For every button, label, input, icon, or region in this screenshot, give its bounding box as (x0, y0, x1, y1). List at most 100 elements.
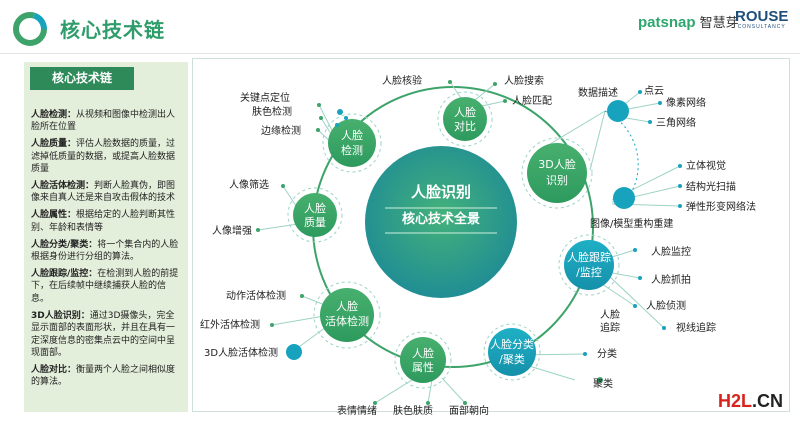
leaf-label: 人脸搜索 (504, 74, 544, 87)
leaf-label: 图像/模型重构重建 (590, 217, 673, 230)
node-label: 3D人脸 (538, 157, 575, 171)
definition-term: 人脸对比： (31, 364, 77, 375)
leaf-label: 视线追踪 (676, 321, 716, 334)
leaf-label: 边缘检测 (261, 124, 301, 137)
leaf-label: 表情情绪 (337, 404, 377, 417)
leaf-label: 结构光扫描 (686, 180, 736, 193)
node-circle (400, 337, 446, 383)
definition-desc: 将一个集合内的人脸根据身份进行分组的算法。 (31, 239, 179, 263)
definition-term: 人脸属性： (31, 210, 77, 221)
leaf-labels: 人脸核验 人脸搜索 人脸匹配 数据描述 点云 像素网络 三角网络 立体视觉 结构… (200, 74, 756, 417)
rouse-logo: ROUSE CONSULTANCY (735, 9, 788, 30)
sidebar-panel (24, 62, 188, 412)
definition-item: 人脸分类/聚类：将一个集合内的人脸根据身份进行分组的算法。 (31, 239, 183, 264)
leaf-label: 分类 (597, 347, 617, 360)
node-circle (443, 97, 487, 141)
definition-term: 人脸分类/聚类： (31, 239, 98, 250)
definition-item: 3D人脸识别：通过3D摄像头，完全显示面部的表面形状，并且在具有一定深度信息的密… (31, 310, 183, 360)
header-divider (0, 53, 800, 54)
patsnap-logo: patsnap 智慧芽 (638, 12, 739, 31)
definition-term: 人脸检测： (31, 110, 77, 120)
node-label: 活体检测 (325, 314, 369, 328)
node-label: /监控 (576, 265, 602, 279)
leaf-label: 人脸 (600, 308, 620, 321)
leaf-label: 3D人脸活体检测 (204, 346, 278, 359)
leaf-label: 人脸监控 (651, 245, 691, 258)
definition-item: 人脸质量：评估人脸数据的质量，过滤掉低质量的数据，或提高人脸数据质量 (31, 138, 183, 175)
definition-desc: 在检测到人脸的前提下，在后续帧中继续捕获人脸的信息。 (31, 268, 179, 304)
definition-desc: 判断人脸真伪，即图像来自真人还是来自攻击假体的技术 (31, 181, 176, 204)
dot-icon (597, 377, 603, 383)
definition-term: 人脸跟踪/监控： (31, 268, 98, 279)
definition-desc: 评估人脸数据的质量，过滤掉低质量的数据，或提高人脸数据质量 (31, 139, 176, 175)
dot-icon (286, 344, 302, 360)
dot-icon (607, 100, 629, 122)
leaf-label: 肤色检测 (252, 105, 292, 118)
leaf-label: 数据描述 (578, 86, 618, 99)
node-label: 人脸 (341, 128, 363, 142)
definition-term: 人脸活体检测： (31, 181, 95, 192)
leaf-label: 像素网络 (666, 96, 706, 109)
watermark-black: .CN (752, 391, 784, 411)
definition-desc: 根据给定的人脸判断其性别、年龄和表情等 (31, 210, 176, 233)
leaf-label: 弹性形变网络法 (686, 200, 756, 213)
definition-item: 人脸对比：衡量两个人脸之间相似度的算法。 (31, 364, 183, 389)
site-watermark: H2L.CN (718, 391, 783, 412)
dot-icon (613, 187, 635, 209)
definition-item: 人脸跟踪/监控：在检测到人脸的前提下，在后续帧中继续捕获人脸的信息。 (31, 268, 183, 305)
definition-item: 人脸属性：根据给定的人脸判断其性别、年龄和表情等 (31, 209, 183, 234)
ring-logo-icon (13, 12, 47, 46)
definition-desc: 衡量两个人脸之间相似度的算法。 (31, 364, 176, 388)
center-title: 人脸识别 (411, 183, 471, 201)
leaf-label: 人脸抓拍 (651, 273, 691, 286)
sidebar-title: 核心技术链 (30, 67, 134, 90)
leaf-label: 关键点定位 (240, 91, 290, 104)
patsnap-cn: 智慧芽 (699, 16, 739, 31)
node-circle (527, 143, 587, 203)
node-circle (564, 240, 614, 290)
node-face-liveness: 人脸 活体检测 (320, 288, 374, 342)
node-label: 人脸 (336, 299, 358, 313)
leaf-label: 肤色肤质 (393, 404, 433, 417)
rouse-subtitle: CONSULTANCY (737, 24, 786, 30)
definition-desc: 从视频和图像中检测出人脸所在位置 (31, 110, 176, 133)
leaf-label: 红外活体检测 (200, 318, 260, 331)
leaf-label: 人脸核验 (382, 74, 422, 87)
node-face-detection: 人脸 检测 (328, 119, 376, 167)
node-label: 质量 (304, 216, 326, 229)
watermark-red: H2L (718, 391, 753, 411)
leaf-label: 人像筛选 (229, 178, 269, 191)
leaf-label: 面部朝向 (449, 404, 489, 417)
node-face-clustering: 人脸分类 /聚类 (488, 328, 536, 376)
node-label: /聚类 (499, 352, 525, 366)
center-subtitle: 核心技术全景 (402, 211, 480, 227)
node-circle (293, 193, 337, 237)
node-halos (287, 91, 620, 389)
node-label: 人脸分类 (490, 337, 534, 351)
leaf-label: 聚类 (593, 377, 613, 390)
node-face-tracking: 人脸跟踪 /监控 (564, 240, 614, 290)
node-label: 人脸 (304, 201, 326, 215)
leaf-label: 追踪 (600, 321, 620, 334)
leaf-label: 立体视觉 (686, 159, 726, 172)
definition-item: 人脸检测：从视频和图像中检测出人脸所在位置 (31, 109, 183, 134)
node-label: 检测 (341, 143, 363, 157)
node-circle (328, 119, 376, 167)
node-label: 人脸跟踪 (567, 250, 611, 264)
leaf-label: 点云 (644, 85, 664, 97)
leaf-label: 人脸侦测 (646, 299, 686, 312)
leaf-label: 三角网络 (656, 116, 696, 129)
leaf-label: 人像增强 (212, 224, 252, 237)
node-face-quality: 人脸 质量 (293, 193, 337, 237)
node-face-compare: 人脸 对比 (443, 97, 487, 141)
node-label: 人脸 (454, 105, 476, 119)
leaf-label: 动作活体检测 (226, 289, 286, 302)
page-title: 核心技术链 (60, 18, 165, 42)
center-circle (365, 146, 517, 298)
node-circle (488, 328, 536, 376)
node-label: 识别 (546, 174, 568, 187)
definition-desc: 通过3D摄像头，完全显示面部的表面形状，并且在具有一定深度信息的密集点云中的空间… (31, 310, 176, 358)
definition-item: 人脸活体检测：判断人脸真伪，即图像来自真人还是来自攻击假体的技术 (31, 180, 183, 205)
definition-list: 人脸检测：从视频和图像中检测出人脸所在位置 人脸质量：评估人脸数据的质量，过滤掉… (31, 109, 183, 393)
